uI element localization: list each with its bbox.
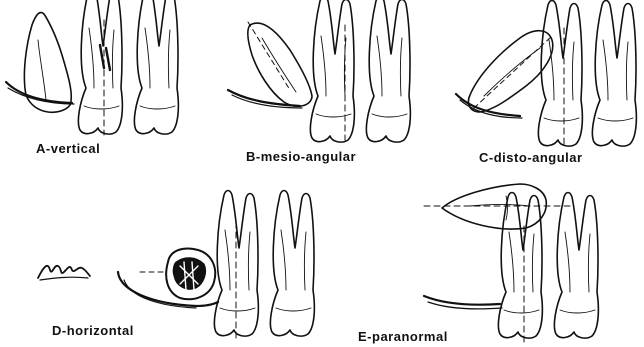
panel-e-paranormal — [424, 184, 598, 342]
label-a-vertical: A-vertical — [36, 141, 100, 156]
label-e-paranormal: E-paranormal — [358, 329, 448, 344]
displaced-tooth-e — [442, 184, 546, 229]
impacted-tooth-b — [248, 23, 312, 106]
panel-b-mesio-angular — [228, 0, 410, 142]
label-c-disto-angular: C-disto-angular — [479, 150, 583, 165]
panel-c-disto-angular — [456, 1, 636, 147]
label-b-mesio-angular: B-mesio-angular — [246, 149, 356, 164]
panel-d-horizontal — [118, 191, 314, 341]
panel-a-vertical — [6, 0, 178, 135]
elevator-e — [424, 296, 500, 305]
signature-mark — [34, 256, 94, 284]
label-d-horizontal: D-horizontal — [52, 323, 134, 338]
